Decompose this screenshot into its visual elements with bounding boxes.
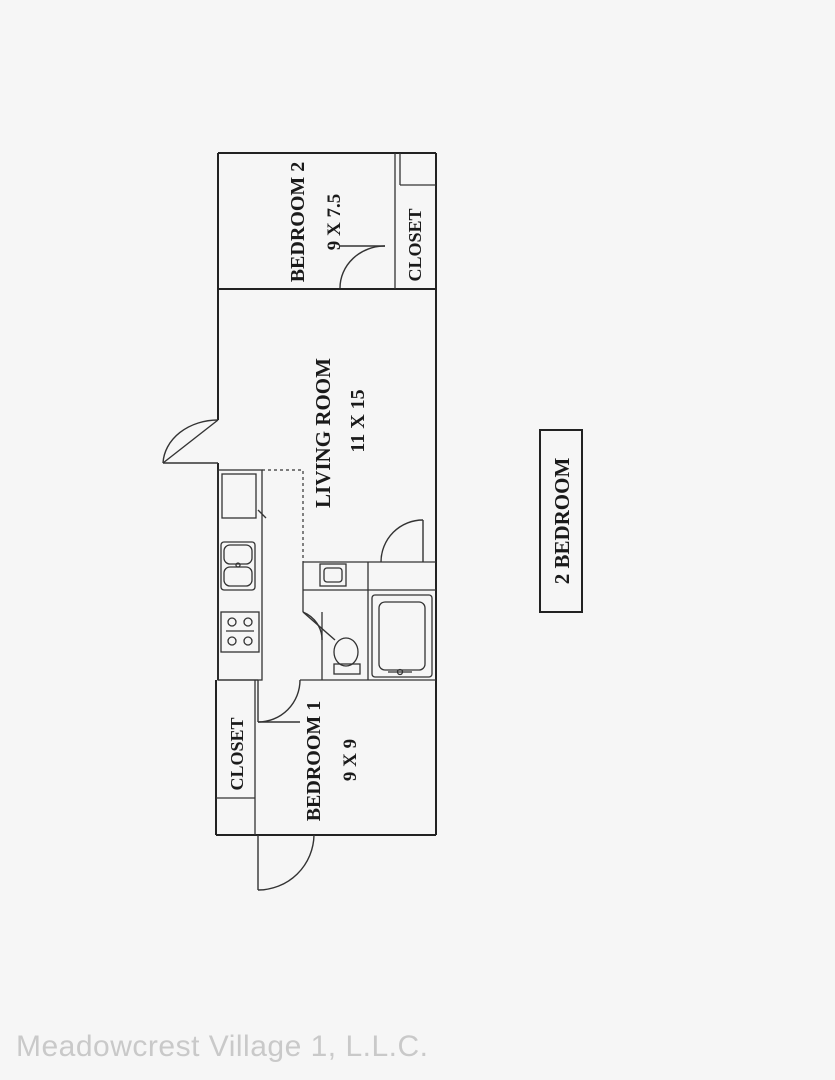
- unit-type-box: 2 BEDROOM: [539, 429, 583, 613]
- bathtub: [371, 594, 433, 678]
- bedroom-2-label: BEDROOM 2: [287, 162, 309, 283]
- bathroom-vanity: [319, 563, 347, 587]
- closet-1-label: CLOSET: [227, 717, 247, 790]
- kitchen-stove: [220, 611, 260, 653]
- bedroom-1-size: 9 X 9: [340, 739, 361, 781]
- doors: [162, 245, 424, 891]
- bedroom-1-label: BEDROOM 1: [303, 701, 325, 822]
- bedroom-2-size: 9 X 7.5: [324, 194, 345, 250]
- living-room-size: 11 X 15: [347, 389, 369, 452]
- kitchen-counter: [217, 469, 304, 681]
- watermark: Meadowcrest Village 1, L.L.C.: [16, 1030, 429, 1063]
- unit-type-label: 2 BEDROOM: [550, 458, 574, 585]
- living-room-label: LIVING ROOM: [311, 358, 335, 508]
- kitchen-sink: [220, 541, 256, 591]
- toilet: [333, 637, 361, 675]
- closet-2-label: CLOSET: [405, 208, 425, 281]
